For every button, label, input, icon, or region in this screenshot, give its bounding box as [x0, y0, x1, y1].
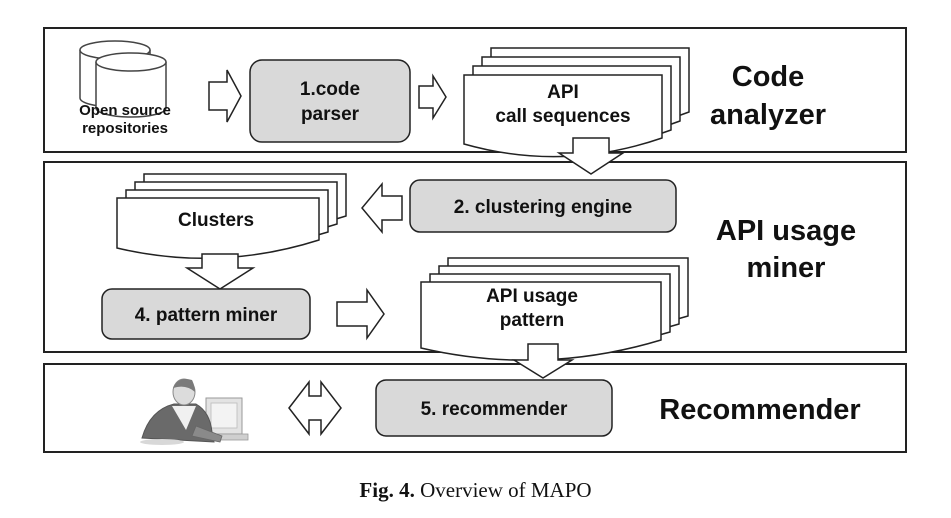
- pattern-miner-box: [101, 288, 311, 340]
- figure-caption-text: Overview of MAPO: [420, 478, 592, 502]
- database-icon: [79, 40, 167, 118]
- clusters-document-stack: [116, 173, 347, 259]
- double-arrow-icon: [288, 379, 342, 437]
- code-parser-box: [249, 59, 411, 143]
- api-usage-miner-stage-label-line2: miner: [747, 252, 826, 284]
- api-usage-miner-stage-label-line1: API usage: [716, 215, 856, 247]
- code-parser-label-line1: 1.code: [300, 79, 360, 100]
- arrow-down-icon: [511, 343, 575, 379]
- figure-caption-label: Fig. 4.: [359, 478, 415, 502]
- arrow-right-icon: [336, 287, 385, 341]
- source-label-line1: Open source: [79, 102, 171, 119]
- arrow-left-icon: [361, 181, 403, 235]
- code-analyzer-stage-label-line2: analyzer: [710, 99, 826, 131]
- api-call-sequences-line1: API: [547, 82, 579, 103]
- arrow-down-icon: [556, 137, 626, 175]
- figure-caption: Fig. 4. Overview of MAPO: [0, 478, 951, 503]
- clustering-engine-label: 2. clustering engine: [454, 197, 632, 218]
- recommender-stage-label: Recommender: [659, 394, 860, 426]
- code-parser-label-line2: parser: [301, 104, 360, 125]
- pattern-miner-label: 4. pattern miner: [135, 305, 278, 326]
- arrow-right-icon: [418, 73, 447, 121]
- source-label-line2: repositories: [82, 120, 168, 137]
- clustering-engine-box: [409, 179, 677, 233]
- user-at-computer-icon: [140, 378, 249, 445]
- code-analyzer-frame: [43, 27, 907, 153]
- api-usage-pattern-line1: API usage: [486, 286, 578, 307]
- arrow-down-icon: [184, 253, 256, 290]
- api-usage-pattern-line2: pattern: [500, 310, 564, 331]
- recommender-component-label: 5. recommender: [421, 399, 568, 420]
- recommender-box: [375, 379, 613, 437]
- api-call-sequences-line2: call sequences: [495, 106, 630, 127]
- api-usage-pattern-document-stack: [420, 257, 689, 361]
- arrow-right-icon: [208, 69, 242, 123]
- clusters-label: Clusters: [178, 210, 254, 231]
- recommender-frame: [43, 363, 907, 453]
- code-analyzer-stage-label-line1: Code: [732, 61, 805, 93]
